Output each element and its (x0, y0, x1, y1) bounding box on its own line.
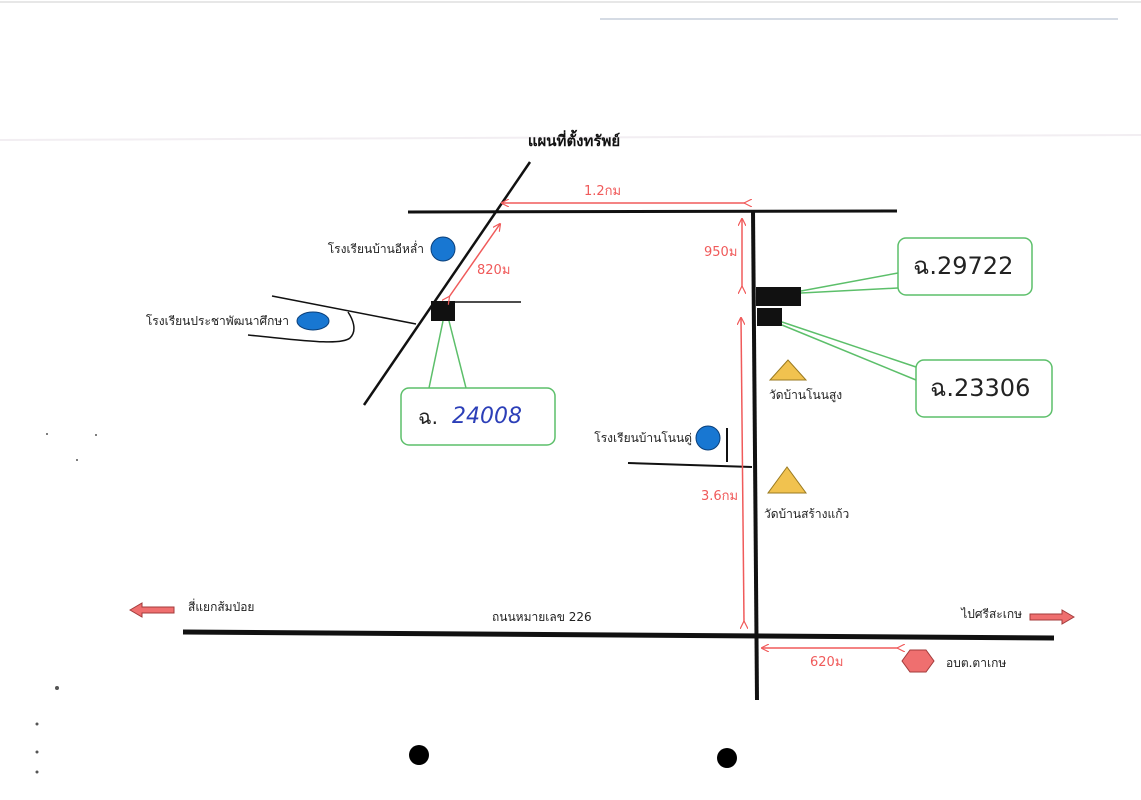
left-destination-label: สี่แยกส้มป่อย (188, 598, 254, 614)
highway-226 (182, 629, 1055, 641)
vertical-road (751, 209, 759, 701)
distance-lines (449, 203, 898, 648)
arrow-right-icon (1029, 609, 1075, 625)
callout-23306: ฉ.23306 (915, 359, 1053, 418)
top-road (407, 209, 898, 214)
punch-hole (409, 745, 429, 765)
distance-3-6km: 3.6กม (701, 489, 738, 504)
punch-hole (717, 748, 737, 768)
callout-29722: ฉ.29722 (897, 237, 1033, 296)
temple-label-non-sung: วัดบ้านโนนสูง (769, 388, 842, 403)
parcel-prefix: ฉ. (930, 374, 954, 402)
school-label-ee-lam: โรงเรียนบ้านอีหล่ำ (328, 240, 424, 256)
distance-1-2km: 1.2กม (584, 184, 621, 199)
parcel-number: 29722 (937, 252, 1013, 280)
distance-620m: 620ม (810, 655, 843, 670)
parcel-prefix: ฉ. (913, 252, 937, 280)
arrow-left-icon (129, 602, 175, 618)
scan-specks (35, 433, 97, 774)
right-destination-label: ไปศรีสะเกษ (960, 607, 1022, 621)
school-label-non-du: โรงเรียนบ้านโนนดู่ (594, 431, 692, 446)
parcel-number: 23306 (954, 374, 1030, 402)
side-road-school2-upper (271, 295, 417, 325)
temple-icon (768, 359, 808, 381)
side-road-school2-curve (247, 311, 355, 343)
distance-950m: 950ม (704, 245, 737, 260)
parcel-block-24008 (431, 301, 455, 321)
parcel-block-23306 (757, 308, 782, 326)
school-label-pracha-pattana: โรงเรียนประชาพัฒนาศึกษา (146, 314, 289, 328)
school-icon (430, 236, 456, 262)
distance-line-3-6km (741, 318, 744, 622)
temple-icon (767, 466, 807, 494)
school-icon (695, 425, 721, 451)
temple-label-sang-kaew: วัดบ้านสร้างแก้ว (764, 507, 849, 521)
parcel-prefix: ฉ. (418, 405, 438, 429)
svg-text:ฉ.23306: ฉ.23306 (930, 374, 1030, 402)
distance-line-820m (449, 224, 500, 297)
side-road-school3 (627, 462, 753, 468)
svg-text:ฉ.29722: ฉ.29722 (913, 252, 1013, 280)
diagonal-road (362, 161, 532, 406)
office-hexagon-icon (901, 649, 935, 673)
highway-label: ถนนหมายเลข 226 (492, 610, 592, 624)
callout-leaders (428, 272, 917, 389)
parcel-block-29722 (756, 287, 801, 306)
office-label: อบต.ตาเกษ (946, 656, 1006, 670)
distance-820m: 820ม (477, 263, 510, 278)
callout-24008: ฉ. 24008 (400, 387, 556, 446)
parcel-number-handwritten: 24008 (452, 404, 522, 429)
school-icon (296, 311, 330, 331)
map-title: แผนที่ตั้งทรัพย์ (528, 129, 620, 150)
